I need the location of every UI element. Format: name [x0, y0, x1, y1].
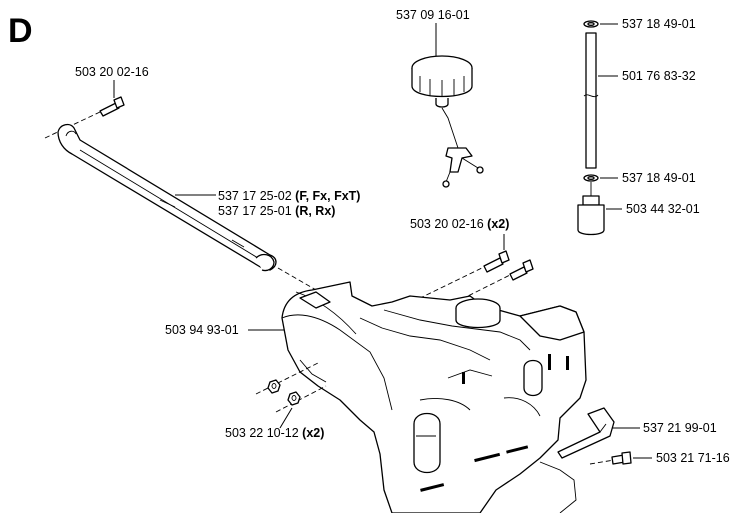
label-bolt-top: 503 20 02-16 [75, 65, 149, 79]
label-shaft-tube-2: 537 17 25-01 (R, Rx) [218, 204, 335, 218]
shaft-tube-2-code: 537 17 25-01 [218, 204, 292, 218]
label-fuel-cap: 537 09 16-01 [396, 8, 470, 22]
bracket-illustration [557, 407, 615, 459]
shaft-tube-2-models: (R, Rx) [295, 204, 335, 218]
label-fuel-filter: 503 44 32-01 [626, 202, 700, 216]
nuts-pair-qty: (x2) [302, 426, 324, 440]
label-shaft-tube-1: 537 17 25-02 (F, Fx, FxT) [218, 189, 360, 203]
shaft-tube-1-models: (F, Fx, FxT) [295, 189, 360, 203]
label-screw-bracket: 503 21 71-16 [656, 451, 730, 465]
section-letter: D [8, 12, 33, 50]
bolts-pair-illustration [411, 250, 534, 311]
fuel-hose-illustration [577, 20, 605, 236]
bolts-pair-code: 503 20 02-16 [410, 217, 484, 231]
label-grommet-top: 537 18 49-01 [622, 17, 696, 31]
screw-bracket-illustration [589, 451, 632, 465]
fuel-cap-illustration [411, 55, 484, 188]
shaft-tube-1-code: 537 17 25-02 [218, 189, 292, 203]
bolt-top-illustration [44, 96, 125, 139]
nuts-pair-illustration [255, 361, 327, 413]
nuts-pair-code: 503 22 10-12 [225, 426, 299, 440]
leader-nuts-pair [279, 407, 293, 429]
label-bracket: 537 21 99-01 [643, 421, 717, 435]
label-bolts-pair: 503 20 02-16 (x2) [410, 217, 509, 231]
bolts-pair-qty: (x2) [487, 217, 509, 231]
label-grommet-bottom: 537 18 49-01 [622, 171, 696, 185]
label-fuel-hose: 501 76 83-32 [622, 69, 696, 83]
label-nuts-pair: 503 22 10-12 (x2) [225, 426, 324, 440]
fuel-tank-illustration [281, 281, 587, 513]
label-fuel-tank: 503 94 93-01 [165, 323, 239, 337]
shaft-tube-illustration [57, 123, 331, 299]
